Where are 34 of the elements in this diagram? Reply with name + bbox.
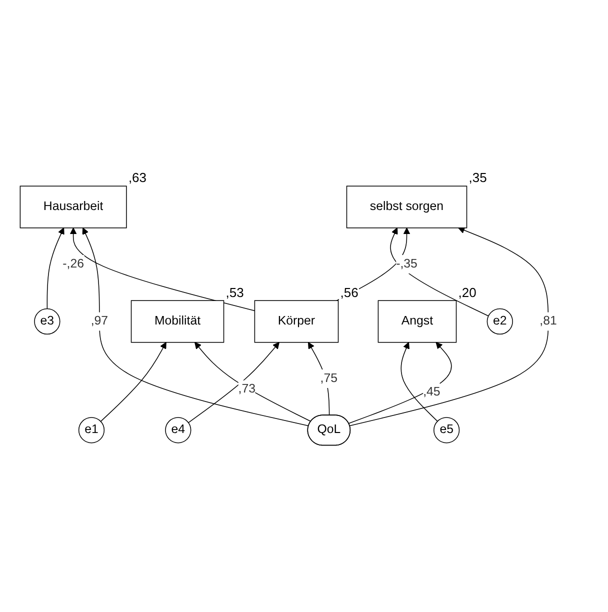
observed-variable-box: Hausarbeit	[20, 186, 127, 228]
arrow	[188, 342, 280, 424]
error-term-circle: e2	[486, 308, 513, 335]
r-squared-value: ,63	[127, 170, 148, 186]
observed-variable-box: Körper	[254, 300, 339, 343]
observed-variable-box: Mobilität	[130, 300, 224, 343]
edge-label: ,81	[540, 314, 557, 328]
edge-label: -,26	[62, 257, 84, 270]
edge-label: ,97	[90, 314, 108, 328]
arrow	[390, 228, 489, 316]
arrow	[82, 228, 310, 426]
arrow	[194, 342, 312, 422]
r-squared-value: ,20	[457, 284, 478, 300]
arrow	[348, 342, 452, 424]
error-term-circle: e4	[165, 417, 192, 444]
arrow	[70, 228, 256, 312]
arrow	[46, 228, 64, 310]
r-squared-value: ,56	[339, 284, 360, 300]
arrow	[100, 342, 166, 422]
error-term-circle: e3	[34, 308, 60, 335]
observed-variable-box: Angst	[378, 300, 457, 343]
observed-variable-box: selbst sorgen	[346, 186, 468, 228]
arrow	[308, 342, 330, 416]
latent-variable-ellipse: QoL	[307, 414, 351, 446]
arrow	[400, 342, 438, 422]
edge-label: -,35	[396, 257, 418, 270]
edge-label: ,75	[320, 372, 338, 385]
r-squared-value: ,35	[468, 170, 488, 186]
error-term-circle: e5	[434, 417, 460, 444]
edge-label: ,73	[238, 382, 256, 396]
r-squared-value: ,53	[224, 284, 245, 300]
edge-label: ,45	[423, 386, 440, 399]
error-term-circle: e1	[78, 417, 105, 444]
arrow	[349, 227, 549, 426]
